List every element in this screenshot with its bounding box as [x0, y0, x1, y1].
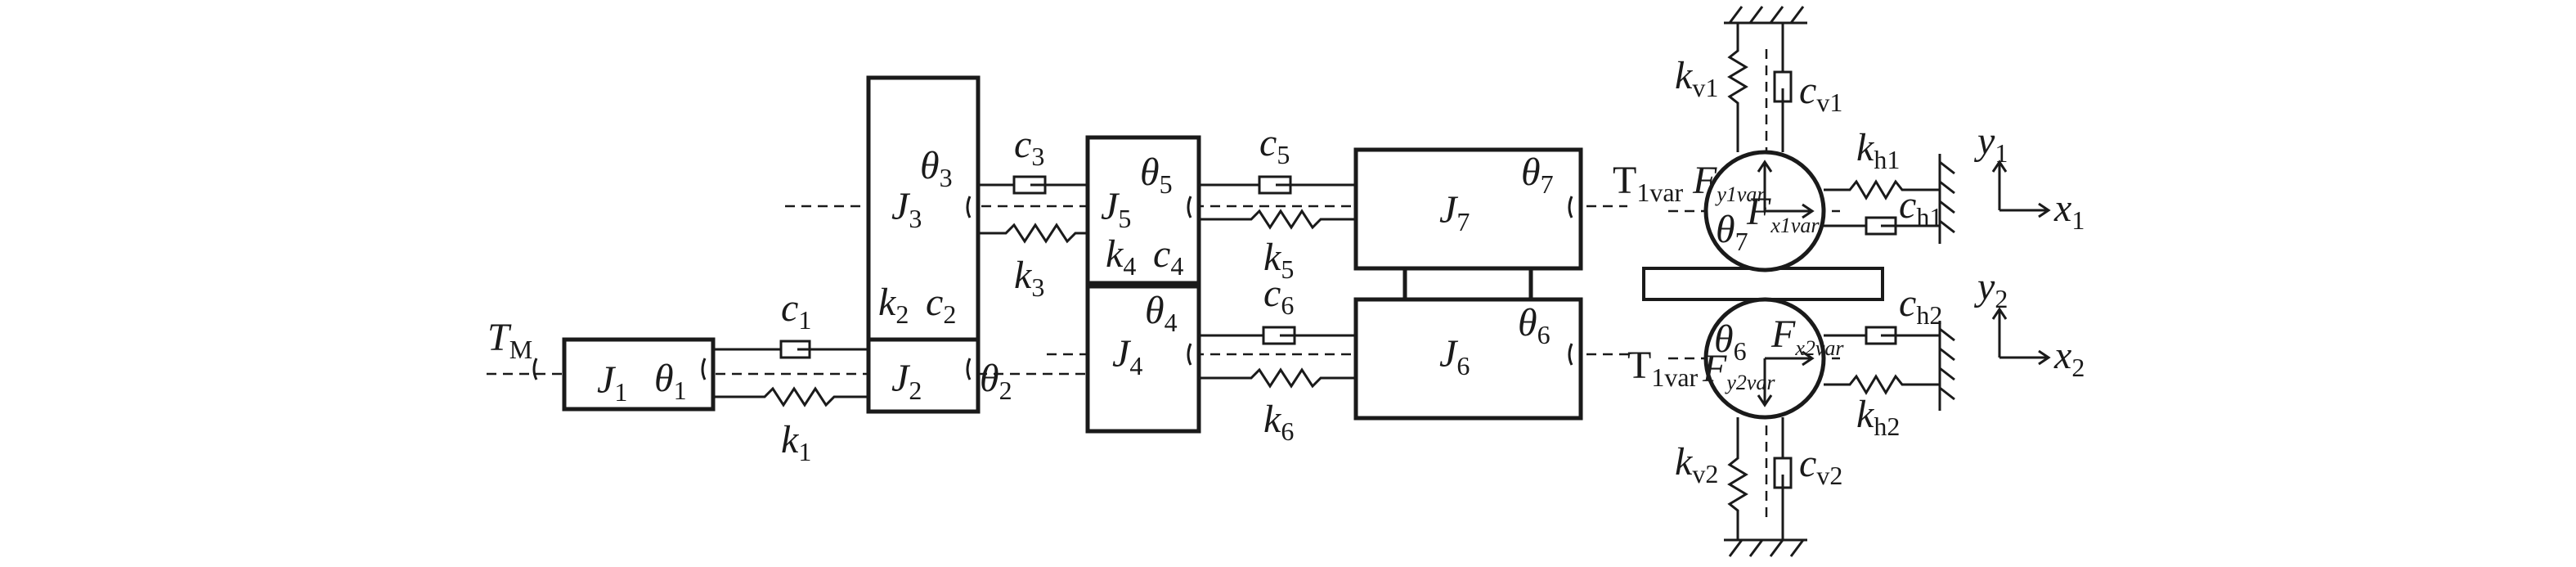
label-Fy1var: Fy1var — [1692, 159, 1766, 206]
spring-k1 — [713, 386, 868, 407]
rotation-arrow-th1 — [701, 358, 707, 380]
label-theta3: θ3 — [920, 144, 953, 192]
label-Fx2var: Fx2var — [1770, 313, 1844, 360]
force-arrow-lower — [1757, 350, 1815, 407]
label-k3: k3 — [1014, 254, 1044, 302]
label-k6: k6 — [1263, 398, 1294, 446]
label-kv1: kv1 — [1675, 54, 1718, 102]
rotation-arrow-th6 — [1568, 343, 1573, 366]
coord-frame-1 — [1991, 160, 2051, 218]
label-k1: k1 — [781, 418, 811, 466]
damper-c1 — [713, 340, 868, 359]
label-k2: k2 — [878, 281, 909, 329]
label-theta6: θ6 — [1518, 301, 1551, 349]
label-J7: J7 — [1439, 188, 1470, 236]
label-J2: J2 — [891, 357, 922, 405]
label-theta4: θ4 — [1145, 289, 1178, 337]
label-T1var-top: T1var — [1613, 159, 1684, 207]
damper-ch2 — [1824, 326, 1940, 345]
label-cv1: cv1 — [1799, 69, 1842, 117]
damper-ch1 — [1824, 216, 1940, 236]
label-J6: J6 — [1439, 332, 1470, 380]
label-kh2: kh2 — [1856, 393, 1900, 441]
spring-kv2 — [1727, 417, 1748, 540]
label-theta1: θ1 — [654, 357, 687, 405]
label-k4: k4 — [1106, 232, 1136, 281]
spring-k5 — [1199, 209, 1356, 230]
label-ch2: ch2 — [1899, 281, 1942, 330]
inertia-box-J4 — [1085, 284, 1201, 434]
label-c2: c2 — [926, 281, 956, 329]
spring-kv1 — [1727, 23, 1748, 152]
label-c1: c1 — [781, 286, 811, 335]
label-J5: J5 — [1101, 185, 1131, 233]
inertia-box-J2 — [866, 337, 981, 414]
label-J1: J1 — [597, 358, 627, 407]
label-theta2: θ2 — [980, 357, 1012, 405]
label-theta7-roll: θ7 — [1716, 208, 1748, 256]
ground-right-top — [1938, 154, 1955, 244]
rotation-arrow-th2 — [966, 358, 972, 380]
label-J3: J3 — [891, 185, 922, 233]
damper-c3 — [978, 175, 1088, 195]
ground-bottom — [1724, 538, 1807, 557]
coord-frame-2 — [1991, 307, 2051, 366]
spring-k3 — [978, 223, 1088, 244]
spring-kh2 — [1824, 374, 1940, 395]
label-TM: TM — [487, 316, 532, 364]
spring-k6 — [1199, 367, 1356, 389]
rotation-arrow-th4 — [1187, 343, 1192, 366]
strip-plate — [1642, 267, 1884, 301]
label-J4: J4 — [1112, 332, 1142, 380]
label-k5: k5 — [1263, 236, 1294, 284]
rotation-arrow-TM — [532, 358, 538, 380]
label-kv2: kv2 — [1675, 440, 1718, 488]
ground-right-bottom — [1938, 321, 1955, 411]
label-Fx1var: Fx1var — [1746, 190, 1820, 237]
rotation-arrow-th7 — [1568, 196, 1573, 218]
label-kh1: kh1 — [1856, 126, 1900, 174]
force-arrow-upper — [1757, 160, 1815, 219]
inertia-box-J6 — [1353, 297, 1583, 421]
ground-top — [1724, 6, 1807, 25]
label-x2: x2 — [2053, 334, 2085, 382]
label-Fy2var: Fy2var — [1702, 347, 1775, 394]
label-c4: c4 — [1153, 232, 1183, 281]
label-c3: c3 — [1014, 123, 1044, 171]
label-T1var-bottom: T1var — [1627, 344, 1699, 392]
rotation-arrow-th3 — [966, 196, 972, 218]
label-theta7: θ7 — [1521, 151, 1554, 199]
inertia-box-J7 — [1353, 147, 1583, 271]
label-y1: y1 — [1973, 119, 2008, 168]
spring-kh1 — [1824, 179, 1940, 200]
label-x1: x1 — [2053, 187, 2085, 235]
damper-cv2 — [1773, 417, 1793, 540]
label-y2: y2 — [1973, 265, 2008, 313]
label-theta6-roll: θ6 — [1714, 317, 1747, 366]
damper-c5 — [1199, 175, 1356, 195]
damper-cv1 — [1773, 23, 1793, 152]
label-ch1: ch1 — [1899, 183, 1942, 232]
label-c5: c5 — [1259, 121, 1290, 169]
inertia-box-J1 — [562, 337, 716, 412]
label-c6: c6 — [1263, 272, 1294, 320]
inertia-box-J5 — [1085, 135, 1201, 286]
label-cv2: cv2 — [1799, 442, 1842, 490]
label-theta5: θ5 — [1140, 151, 1173, 199]
inertia-box-J3 — [866, 75, 981, 342]
damper-c6 — [1199, 326, 1356, 345]
rotation-arrow-th5 — [1187, 196, 1192, 218]
